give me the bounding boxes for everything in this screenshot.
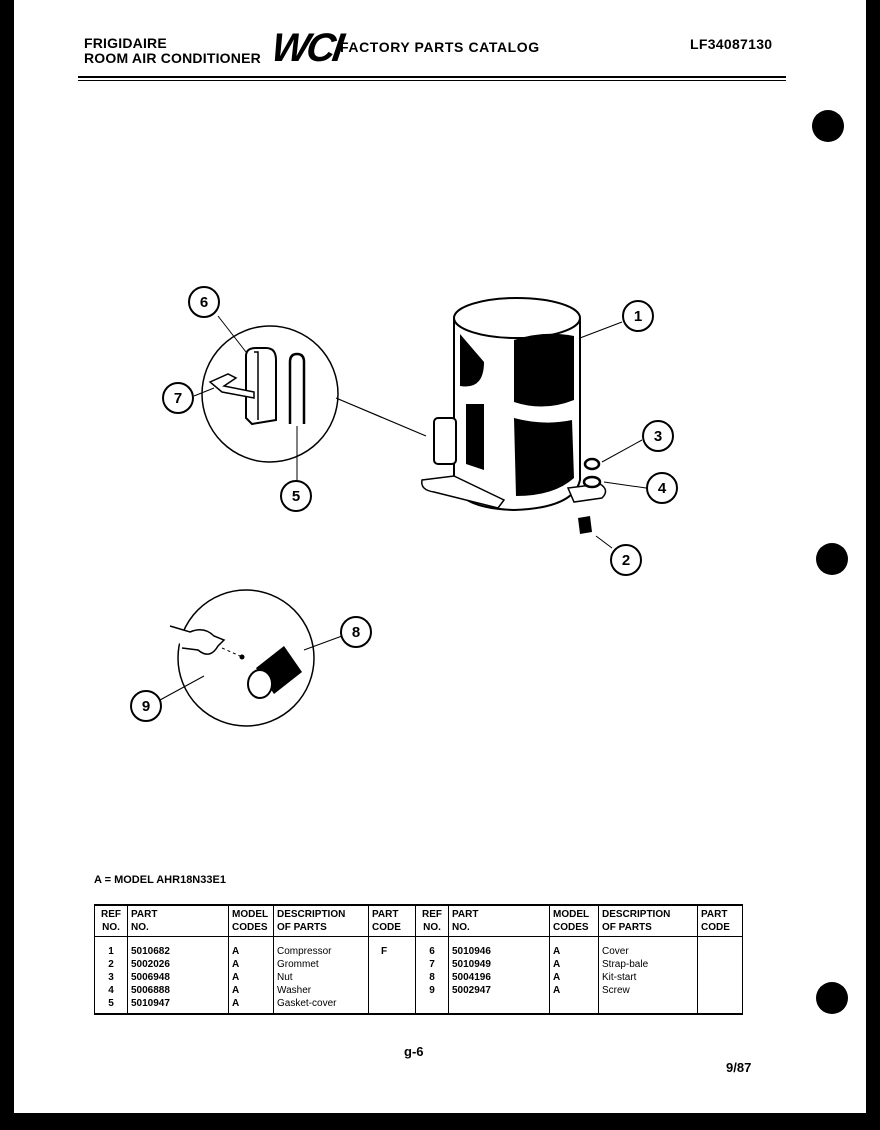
bale-part [288,352,306,424]
callout-6: 6 [188,286,220,318]
compressor-shading-3 [514,418,574,496]
callout-2-label: 2 [622,552,630,569]
compressor-shading-4 [466,404,484,470]
cover-part [245,347,277,426]
cover-detail-group [193,315,427,482]
callout-leader-3 [601,439,643,463]
grommet-part [578,516,592,534]
brand-block: FRIGIDAIRE ROOM AIR CONDITIONER [84,36,261,66]
binder-hole-top [812,110,844,142]
strap-part [208,373,255,399]
callout-1-label: 1 [634,308,642,325]
callout-5-label: 5 [292,488,300,505]
callout-5: 5 [280,480,312,512]
callout-leader-7 [193,387,215,397]
callout-leader-8 [303,635,343,651]
cover-edge [254,351,259,420]
callout-leader-4 [603,481,647,489]
mounting-foot-left [421,475,506,509]
start-kit-detail-group [159,589,343,727]
revision-date: 9/87 [726,1060,752,1075]
callout-4-label: 4 [658,480,667,497]
brand-name: FRIGIDAIRE [84,35,167,51]
callout-leader-2 [595,535,613,549]
header-rule [78,76,786,78]
compressor-top [453,297,581,339]
callout-4: 4 [646,472,678,504]
exploded-parts-diagram: 1 2 3 4 5 6 7 [130,286,678,727]
catalog-title: FACTORY PARTS CATALOG [340,39,540,55]
callout-9: 9 [130,690,162,722]
callout-8-label: 8 [352,624,360,641]
cover-detail-circle [201,325,339,463]
detail-leader-line [335,397,427,437]
callout-7: 7 [162,382,194,414]
left-part-code-column: F [368,936,416,1015]
washer-part [582,475,602,489]
callout-9-label: 9 [142,698,150,715]
start-kit-detail-circle [177,589,315,727]
callout-3-label: 3 [654,428,662,445]
screw-part [239,654,245,660]
callout-leader-9 [159,675,205,701]
document-number: LF34087130 [690,36,773,52]
fastener-group [578,439,647,549]
product-line: ROOM AIR CONDITIONER [84,50,261,66]
callout-6-label: 6 [200,294,208,311]
terminal-cover [433,417,457,465]
callout-7-label: 7 [174,390,182,407]
compressor-shading-1 [460,334,484,387]
screw-path-line [221,647,241,657]
callout-leader-1 [579,321,623,339]
compressor-shading-2 [514,333,574,407]
model-legend: A = MODEL AHR18N33E1 [94,874,226,886]
binder-hole-middle [816,543,848,575]
callout-3: 3 [642,420,674,452]
nut-part [583,457,601,471]
compressor-group [421,297,623,512]
callout-1: 1 [622,300,654,332]
right-part-code-column [697,936,743,1015]
page-number: g-6 [404,1044,424,1059]
header-rule-thin [78,80,786,81]
callout-8: 8 [340,616,372,648]
catalog-page: FRIGIDAIRE ROOM AIR CONDITIONER WCI FACT… [14,0,866,1113]
binder-hole-bottom [816,982,848,1014]
callout-leader-6 [217,315,247,353]
screw-bracket-part [169,625,226,655]
callout-2: 2 [610,544,642,576]
start-kit-end [247,669,273,699]
